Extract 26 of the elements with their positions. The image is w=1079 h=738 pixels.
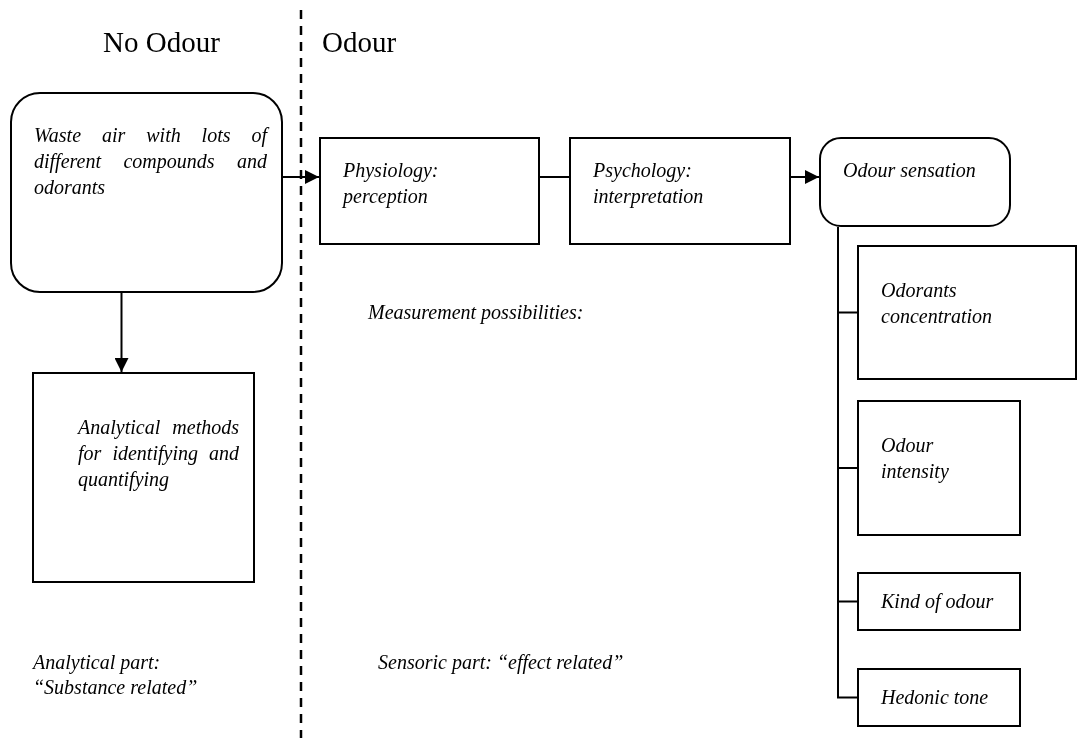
box-text: Odour sensation [843, 158, 977, 183]
box-text: Kind of odour [881, 589, 995, 614]
connector-line [539, 176, 570, 178]
region-heading: Odour [322, 30, 398, 55]
process-box [569, 137, 791, 245]
box-text: Hedonic tone [881, 685, 990, 710]
note-text: Analytical part: “Substance related” [33, 650, 199, 700]
arrow [790, 170, 820, 184]
box-text: Analytical methods for identifying and quantifying [78, 415, 239, 492]
box-text: Odorants concentration [881, 278, 994, 329]
rounded-box [819, 137, 1011, 227]
process-box [857, 400, 1021, 536]
arrow [114, 292, 129, 373]
arrow [282, 170, 320, 184]
process-box [857, 668, 1021, 727]
box-text: Psychology: interpretation [593, 158, 705, 209]
box-text: Odour intensity [881, 433, 950, 484]
process-box [32, 372, 255, 583]
process-box [857, 245, 1077, 380]
rounded-box [10, 92, 283, 293]
note-text: Sensoric part: “effect related” [378, 650, 625, 675]
region-heading: No Odour [103, 30, 221, 55]
process-box [319, 137, 540, 245]
process-box [857, 572, 1021, 631]
section-label: Measurement possibilities: [368, 300, 585, 325]
box-text: Physiology: perception [343, 158, 440, 209]
